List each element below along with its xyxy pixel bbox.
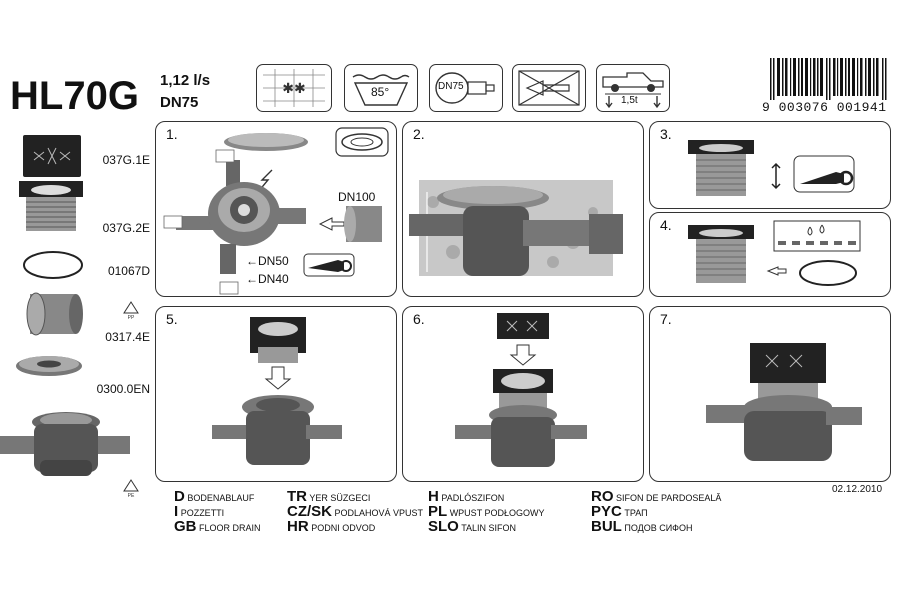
frost-grid-symbol-icon: ✱✱: [256, 64, 332, 112]
step-number: 4.: [660, 217, 672, 233]
svg-text:✱✱: ✱✱: [282, 80, 305, 96]
lang-code: CZ/SK: [287, 503, 332, 520]
step-7-panel: 7.: [649, 306, 891, 482]
dn-connection-symbol-icon: DN75: [429, 64, 503, 112]
lang-text: PADLÓSZIFON: [441, 493, 505, 503]
lang-text: WPUST PODŁOGOWY: [449, 508, 545, 518]
lang-code: TR: [287, 488, 307, 505]
lang-text: SIFON DE PARDOSEALĂ: [616, 493, 722, 503]
lang-text: YER SÜZGECI: [309, 493, 371, 503]
lang-col-4: RO SIFON DE PARDOSEALĂ PYC ТРАП BUL ПОДО…: [591, 488, 722, 535]
recycle-pe-label: PE: [128, 493, 135, 498]
step-2-installation-in-concrete: [409, 180, 623, 276]
drain-body-part-image: [0, 400, 132, 495]
recycle-pe-icon: PE: [122, 478, 140, 503]
step-5-panel: 5.: [155, 306, 397, 482]
barcode-icon: [770, 58, 887, 100]
temperature-symbol-icon: 85°: [344, 64, 418, 112]
lang-code: RO: [591, 488, 614, 505]
frame-part-image: [18, 180, 84, 239]
document-date: 02.12.2010: [832, 484, 883, 495]
dn40-label: ←DN40: [246, 272, 289, 286]
step-3-cut-to-height: [688, 140, 855, 196]
temperature-value: 85°: [371, 85, 390, 99]
step-number: 1.: [166, 126, 178, 142]
step-6-insert-grate: [455, 313, 587, 467]
lang-col-1: D BODENABLAUF I POZZETTI GB FLOOR DRAIN: [174, 488, 261, 535]
lang-text: BODENABLAUF: [187, 493, 255, 503]
lang-code: BUL: [591, 518, 622, 535]
lang-text: ПОДОВ СИФОН: [624, 523, 693, 533]
step-number: 2.: [413, 126, 425, 142]
step-6-panel: 6.: [402, 306, 644, 482]
lang-col-3: H PADLÓSZIFON PL WPUST PODŁOGOWY SLO TAL…: [428, 488, 545, 535]
lang-text: POZZETTI: [180, 508, 225, 518]
step-number: 3.: [660, 126, 672, 142]
lang-text: PODNI ODVOD: [311, 523, 376, 533]
lang-code: H: [428, 488, 439, 505]
o-ring-part-image: [22, 250, 84, 285]
grate-part-image: [22, 134, 82, 183]
product-code: HL70G: [10, 74, 139, 118]
lang-code: HR: [287, 518, 309, 535]
lang-code: I: [174, 503, 179, 520]
dn-symbol-value: DN75: [438, 81, 464, 92]
no-funnel-symbol-icon: [512, 64, 586, 112]
lang-code: PL: [428, 503, 448, 520]
lang-code: D: [174, 488, 185, 505]
part-code-flange: 0300.0EN: [96, 382, 150, 396]
sleeve-part-image: [22, 286, 84, 347]
step-4-o-ring-seal: [688, 220, 861, 286]
step-4-panel: 4.: [649, 212, 891, 297]
flange-part-image: [14, 352, 84, 387]
step-number: 6.: [413, 311, 425, 327]
lang-code: PYC: [591, 503, 622, 520]
part-code-frame: 037G.2E: [102, 221, 150, 235]
step-1-exploded-view: [163, 127, 389, 295]
load-truck-symbol-icon: 1,5t: [596, 64, 670, 112]
lang-text: TALIN SIFON: [461, 523, 517, 533]
step-2-panel: 2.: [402, 121, 644, 297]
recycle-pp-label: PP: [128, 315, 135, 320]
step-number: 7.: [660, 311, 672, 327]
dn100-label: DN100: [338, 190, 376, 204]
step-3-panel: 3.: [649, 121, 891, 209]
step-7-assembled-drain: [706, 343, 862, 461]
dn50-label: ←DN50: [246, 254, 289, 268]
lang-code: GB: [174, 518, 197, 535]
barcode-number: 9 003076 001941: [762, 100, 887, 115]
part-code-o-ring: 01067D: [107, 264, 150, 278]
dn-size: DN75: [160, 94, 199, 111]
part-code-sleeve: 0317.4E: [105, 330, 150, 344]
lang-code: SLO: [428, 518, 459, 535]
flow-rate: 1,12 l/s: [160, 72, 211, 89]
part-code-grate: 037G.1E: [102, 153, 150, 167]
recycle-pp-icon: PP: [122, 300, 140, 322]
lang-col-2: TR YER SÜZGECI CZ/SK PODLAHOVÁ VPUST HR …: [287, 488, 424, 535]
lang-text: FLOOR DRAIN: [199, 523, 261, 533]
lang-text: PODLAHOVÁ VPUST: [334, 508, 424, 518]
load-value: 1,5t: [621, 95, 638, 106]
step-1-panel: 1. DN100 ←DN50 ←DN40: [155, 121, 397, 297]
step-5-insert-frame: [212, 317, 342, 465]
step-number: 5.: [166, 311, 178, 327]
lang-text: ТРАП: [624, 508, 648, 518]
